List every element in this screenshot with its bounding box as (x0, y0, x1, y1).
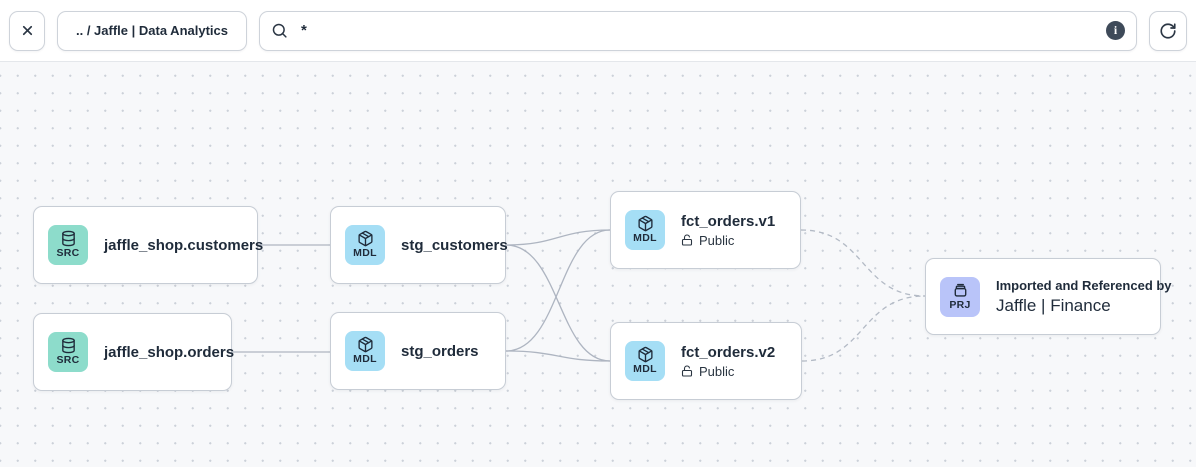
access-label: Public (699, 363, 735, 379)
breadcrumb[interactable]: .. / Jaffle | Data Analytics (57, 10, 247, 51)
node-source-jaffle-shop-orders[interactable]: SRC jaffle_shop.orders (33, 313, 235, 391)
badge-code: MDL (353, 247, 377, 260)
project-badge: PRJ (940, 276, 980, 317)
badge-code: SRC (56, 247, 80, 260)
package-icon (357, 230, 373, 247)
access-row: Public (681, 364, 775, 379)
model-badge: MDL (345, 331, 385, 371)
badge-code: MDL (353, 353, 377, 366)
source-badge: SRC (48, 332, 88, 372)
node-label: fct_orders.v1 (681, 212, 776, 230)
lock-open-icon (681, 365, 693, 377)
search-value: * (301, 21, 307, 39)
model-badge: MDL (625, 341, 665, 381)
lock-open-icon (681, 234, 693, 246)
badge-code: MDL (633, 232, 657, 245)
badge-code: PRJ (949, 298, 971, 311)
breadcrumb-label: .. / Jaffle | Data Analytics (76, 23, 228, 38)
node-source-jaffle-shop-customers[interactable]: SRC jaffle_shop.customers (33, 206, 263, 284)
node-text: Imported and Referenced by Jaffle | Fina… (996, 278, 1172, 316)
package-icon (637, 215, 653, 232)
badge-code: MDL (633, 363, 657, 376)
refresh-icon (1160, 22, 1176, 39)
toolbar: .. / Jaffle | Data Analytics * i (0, 0, 1196, 62)
project-label: Jaffle | Finance (996, 295, 1111, 315)
search-input[interactable]: * i (259, 10, 1137, 51)
close-icon (22, 25, 32, 36)
node-label: jaffle_shop.orders (104, 343, 235, 361)
node-model-stg-orders[interactable]: MDL stg_orders (330, 312, 506, 390)
info-icon[interactable]: i (1106, 21, 1125, 40)
lineage-canvas[interactable] (0, 62, 1196, 467)
package-icon (357, 336, 373, 353)
database-icon (61, 230, 75, 247)
node-model-stg-customers[interactable]: MDL stg_customers (330, 206, 508, 284)
node-project-jaffle-finance[interactable]: PRJ Imported and Referenced by Jaffle | … (925, 258, 1172, 335)
node-label: stg_customers (401, 236, 508, 254)
node-label: stg_orders (401, 342, 479, 360)
package-icon (637, 346, 653, 363)
badge-code: SRC (56, 354, 80, 367)
node-text: fct_orders.v1 Public (681, 213, 775, 248)
model-badge: MDL (625, 210, 665, 250)
refresh-button[interactable] (1149, 10, 1187, 51)
close-button[interactable] (9, 10, 45, 51)
database-icon (61, 337, 75, 354)
node-label: fct_orders.v2 (681, 343, 776, 361)
access-label: Public (699, 232, 735, 248)
source-badge: SRC (48, 225, 88, 265)
node-label: jaffle_shop.customers (104, 236, 264, 254)
access-row: Public (681, 233, 775, 248)
node-text: fct_orders.v2 Public (681, 344, 775, 379)
node-model-fct-orders-v2[interactable]: MDL fct_orders.v2 Public (610, 322, 802, 400)
model-badge: MDL (345, 225, 385, 265)
project-jar-icon (954, 283, 966, 297)
search-icon (272, 23, 287, 38)
project-subtitle: Imported and Referenced by (996, 277, 1172, 293)
node-model-fct-orders-v1[interactable]: MDL fct_orders.v1 Public (610, 191, 801, 269)
